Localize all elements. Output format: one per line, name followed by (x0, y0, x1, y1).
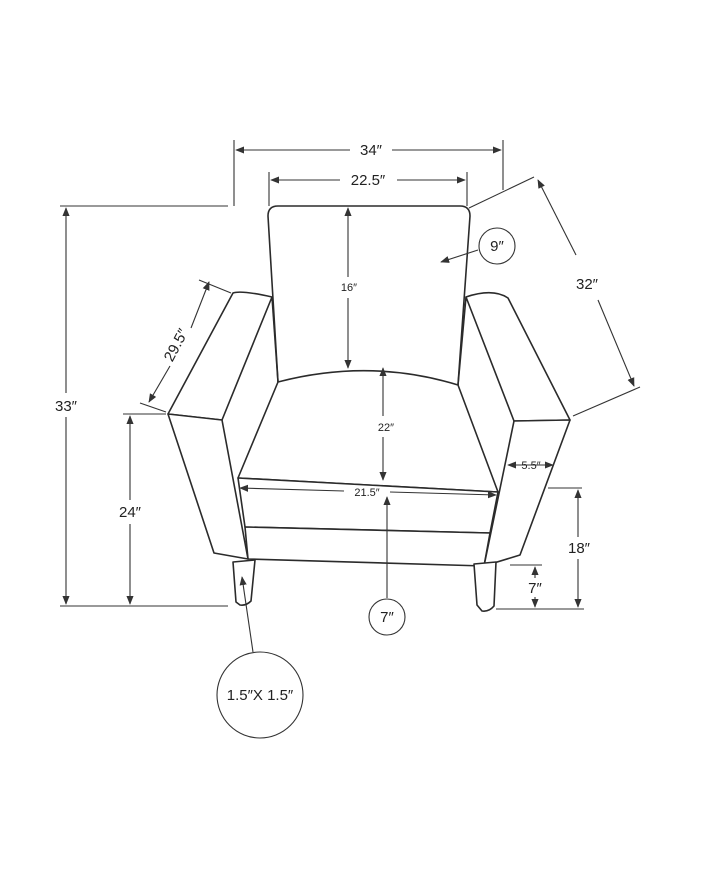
label-back-angle: 9″ (490, 238, 504, 255)
dim-29_5-lower (148, 365, 171, 403)
label-arm-height: 24″ (119, 504, 142, 521)
dim-21_5-left (239, 484, 345, 492)
chair-right-arm-inner (457, 296, 467, 386)
chair-right-arm-top (465, 291, 571, 422)
dim-21_5-right (389, 491, 497, 499)
ext-32-bottom (572, 386, 641, 417)
dimension-lines (60, 140, 641, 653)
dim-29_5-upper (190, 281, 210, 329)
label-seat-height: 18″ (568, 540, 591, 557)
chair-right-leg (473, 561, 497, 612)
ext-32-top (468, 176, 535, 209)
label-seat-thickness: 7″ (380, 609, 394, 626)
pointer-9 (440, 249, 479, 263)
chair-left-arm-inner (271, 296, 279, 383)
label-leg-size: 1.5″X 1.5″ (227, 687, 294, 704)
dim-32-upper (537, 179, 577, 256)
chair-left-arm-top (167, 291, 273, 421)
label-leg-height: 7″ (528, 580, 542, 597)
label-inner-width: 22.5″ (351, 172, 386, 189)
callout-9-circle (478, 227, 516, 265)
chair-backrest (267, 205, 471, 386)
dim-32-lower (597, 299, 635, 387)
callout-7-circle (368, 598, 406, 636)
label-overall-width: 34″ (360, 142, 383, 159)
chair-seat-cushion (237, 369, 499, 493)
label-arm-width: 5.5″ (521, 460, 540, 472)
ext-29_5-top (198, 279, 232, 294)
label-back-height: 16″ (341, 282, 357, 294)
label-overall-depth: 32″ (576, 276, 599, 293)
ext-29_5-bottom (139, 402, 167, 413)
chair-left-leg (232, 559, 256, 606)
chair-outline (167, 205, 571, 612)
label-seat-back-height: 22″ (378, 422, 394, 434)
label-seat-width: 21.5″ (354, 487, 379, 499)
chair-right-arm-front (483, 419, 571, 567)
callout-leg-circle (216, 651, 304, 739)
chair-left-arm-front (167, 413, 249, 560)
chair-lower-rail (244, 526, 491, 567)
label-arm-length: 29.5″ (161, 325, 193, 364)
label-overall-height: 33″ (55, 398, 78, 415)
pointer-leg (239, 576, 254, 653)
